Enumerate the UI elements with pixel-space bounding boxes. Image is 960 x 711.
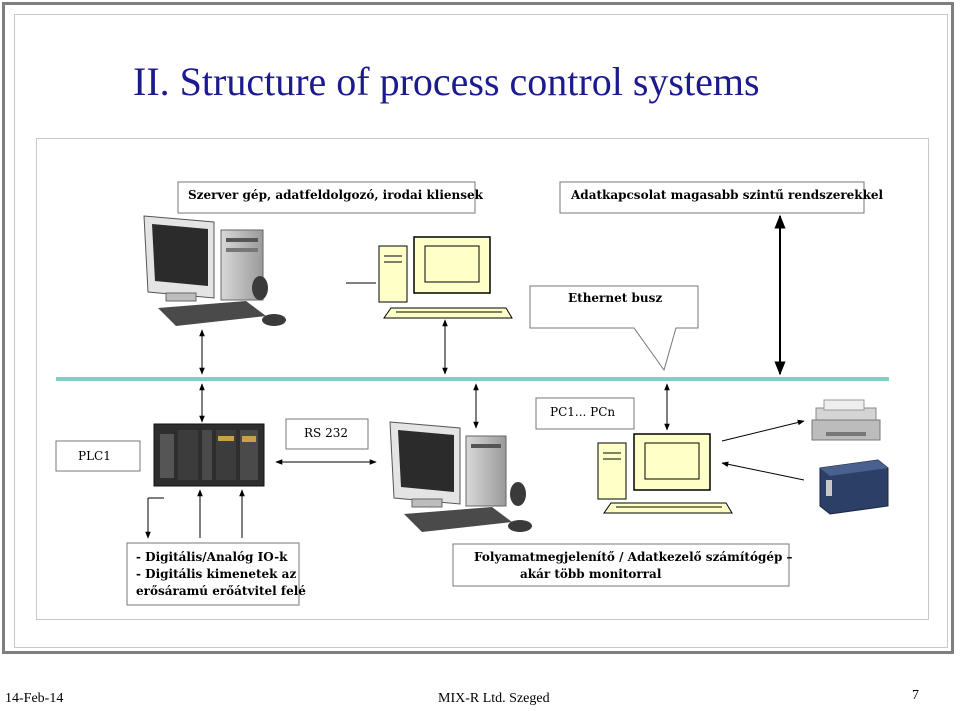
server-label: Szerver gép, adatfeldolgozó, irodai klie… <box>188 188 484 202</box>
printer-icon <box>811 399 881 441</box>
plc-label: PLC1 <box>78 449 111 463</box>
ups-icon <box>819 459 889 515</box>
rs232-label: RS 232 <box>304 426 348 440</box>
rs232-label-box: RS 232 <box>285 418 369 450</box>
server-label-box: Szerver gép, adatfeldolgozó, irodai klie… <box>177 181 484 214</box>
slide-title: II. Structure of process control systems <box>133 59 760 104</box>
io-line-1: - Digitális/Analóg IO-k <box>136 550 288 564</box>
server-computer-icon <box>143 215 286 326</box>
io-line-3: erősáramú erőátvitel felé <box>136 584 306 598</box>
printer-arrow <box>721 419 805 442</box>
page-number: 7 <box>912 688 919 703</box>
higher-level-label: Adatkapcsolat magasabb szintű rendszerek… <box>570 188 884 202</box>
ethernet-callout: Ethernet busz <box>529 285 699 372</box>
central-computer-icon <box>389 421 532 532</box>
network-diagram: Szerver gép, adatfeldolgozó, irodai klie… <box>36 138 929 620</box>
office-pc-icon <box>346 236 513 319</box>
display-line-1: Folyamatmegjelenítő / Adatkezelő számító… <box>474 550 793 564</box>
pc-label-box: PC1... PCn <box>535 397 635 430</box>
pc-label: PC1... PCn <box>550 405 615 419</box>
io-label-box: - Digitális/Analóg IO-k - Digitális kime… <box>126 542 306 606</box>
process-pc-icon <box>597 433 733 514</box>
plc-device-icon <box>153 423 265 487</box>
footer-organization: MIX-R Ltd. Szeged <box>438 691 550 706</box>
higher-level-label-box: Adatkapcsolat magasabb szintű rendszerek… <box>559 181 884 214</box>
slide-inner-border <box>14 14 948 648</box>
io-line-2: - Digitális kimenetek az <box>136 567 296 581</box>
plc-label-box: PLC1 <box>55 440 141 472</box>
display-line-2: akár több monitorral <box>520 567 662 581</box>
footer-date: 14-Feb-14 <box>5 691 64 706</box>
ups-arrow <box>721 461 805 481</box>
display-label-box: Folyamatmegjelenítő / Adatkezelő számító… <box>452 543 793 587</box>
ethernet-label: Ethernet busz <box>568 291 662 305</box>
